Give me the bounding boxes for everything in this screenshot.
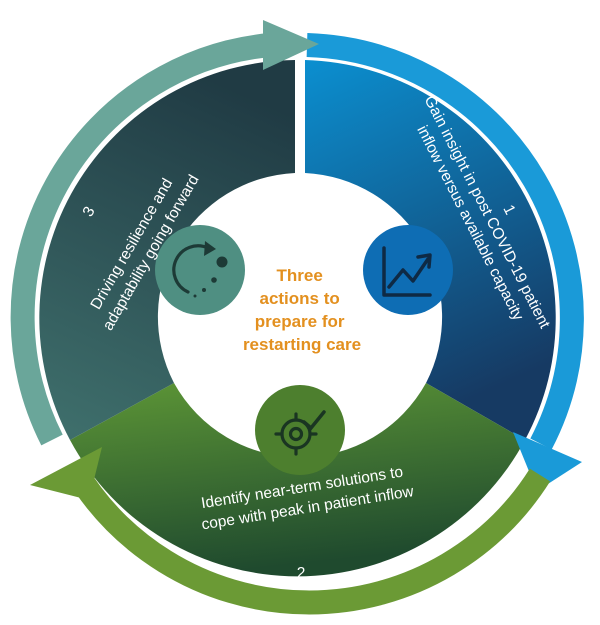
arrow-2-arc [64, 463, 551, 615]
arrow-3-head [263, 20, 319, 70]
action-2-number: 2 [297, 565, 306, 582]
trend-chart-icon-circle [363, 225, 453, 315]
center-caption-line: prepare for [255, 312, 345, 331]
cycle-dots-icon-circle [155, 225, 245, 315]
arrow-1-head [513, 432, 582, 491]
center-caption-line: restarting care [243, 335, 361, 354]
arrow-1-arc [306, 33, 584, 450]
arrow-3-arc [10, 33, 272, 446]
trend-chart-icon [382, 246, 432, 297]
segment-2-identify-solutions [70, 383, 525, 577]
center-caption: Three actions to prepare for restarting … [243, 266, 361, 354]
arrow-2-head [30, 447, 102, 500]
center-caption-line: actions to [259, 289, 339, 308]
cycle-dots-icon [172, 241, 228, 298]
target-check-icon [274, 410, 326, 456]
center-caption-line: Three [276, 266, 322, 285]
